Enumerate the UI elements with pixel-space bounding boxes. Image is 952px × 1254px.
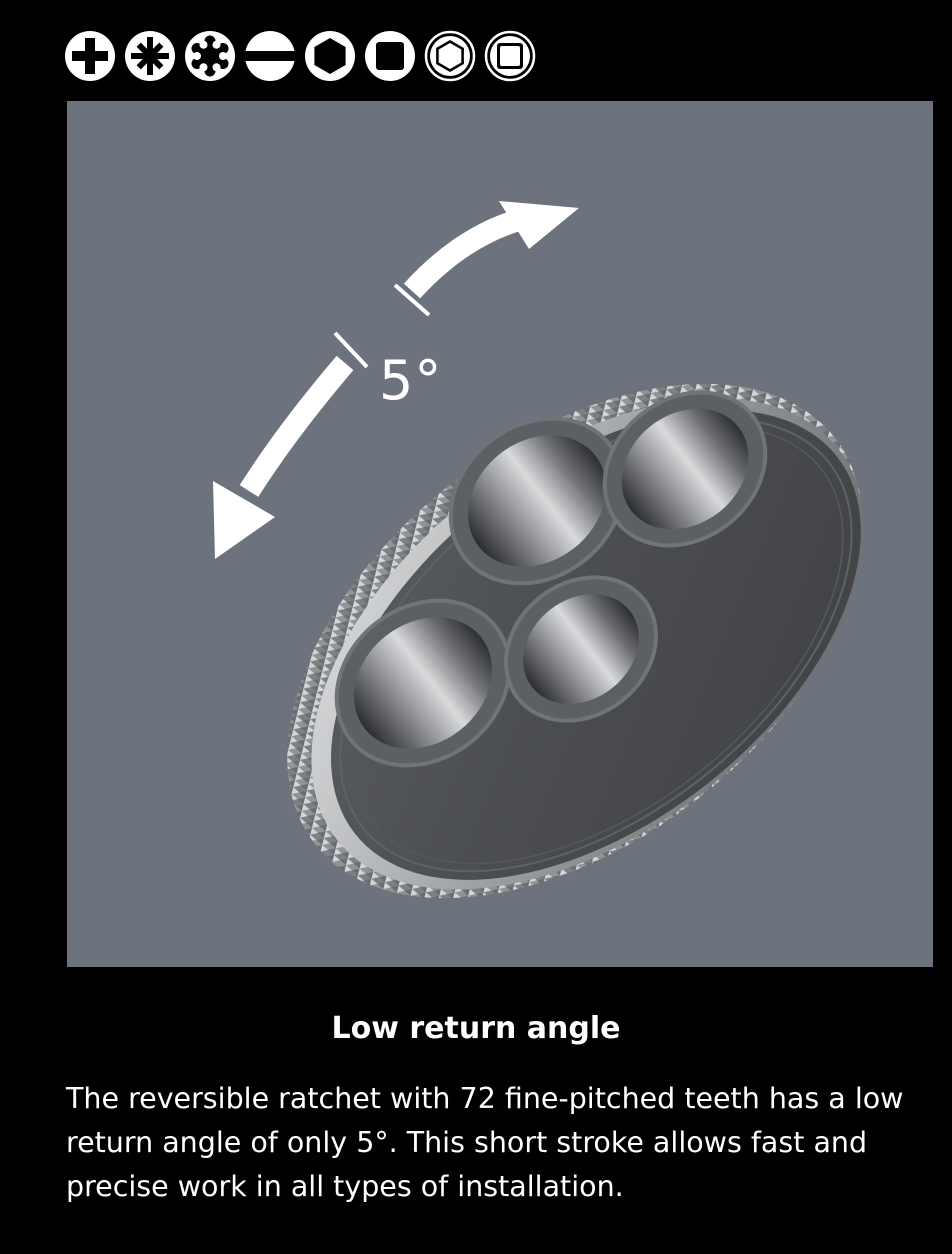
square-icon [365,31,415,81]
phillips-icon [65,31,115,81]
feature-title: Low return angle [331,1011,621,1046]
ratchet-gear-illustration [213,201,864,899]
feature-description: The reversible ratchet with 72 fine-pitc… [66,1082,904,1203]
hex-outline-icon [424,30,476,82]
square-outline-icon [484,30,536,82]
hex-icon [305,31,355,81]
slotted-icon [244,31,296,81]
pozidriv-icon [125,31,175,81]
rotation-arrows [213,201,579,559]
torx-icon [185,31,235,81]
gear-holes [334,390,768,768]
angle-label: 5° [379,349,443,412]
ratchet-gear-image: 5° [67,101,933,967]
drive-type-icons [64,30,536,82]
